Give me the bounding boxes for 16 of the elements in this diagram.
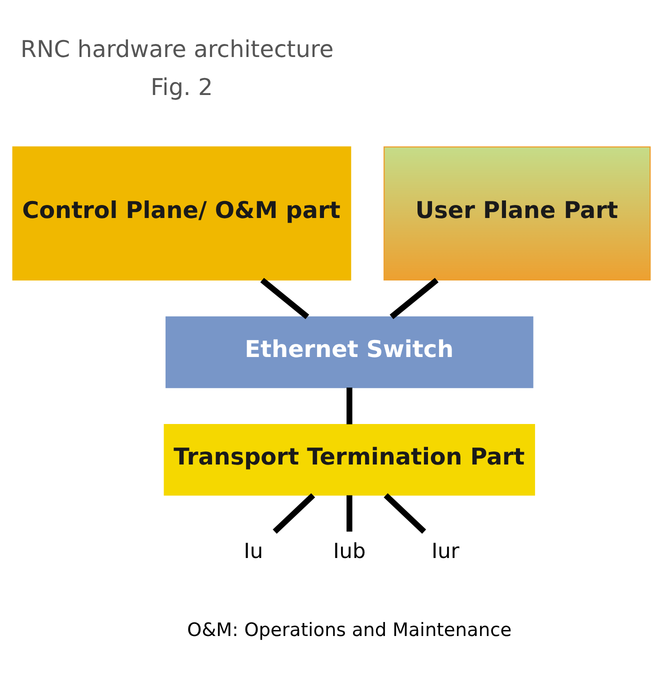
diagram-title: RNC hardware architecture [20, 36, 334, 63]
connector [384, 493, 426, 534]
connector [346, 495, 352, 532]
connector [260, 278, 310, 320]
node-text: Iur [431, 539, 460, 563]
node-box: Transport Termination Part [164, 424, 536, 496]
node-box: Control Plane/ O&M part [12, 146, 352, 281]
connector [272, 493, 316, 534]
node-box: User Plane Part [384, 146, 651, 281]
node-text: Iub [333, 539, 366, 563]
node-box: Ethernet Switch [166, 316, 534, 388]
connector [346, 388, 352, 424]
caption: O&M: Operations and Maintenance [187, 620, 512, 641]
connector [390, 278, 439, 320]
label: Fig. 2 [150, 74, 213, 101]
node-text: Iu [244, 539, 264, 563]
